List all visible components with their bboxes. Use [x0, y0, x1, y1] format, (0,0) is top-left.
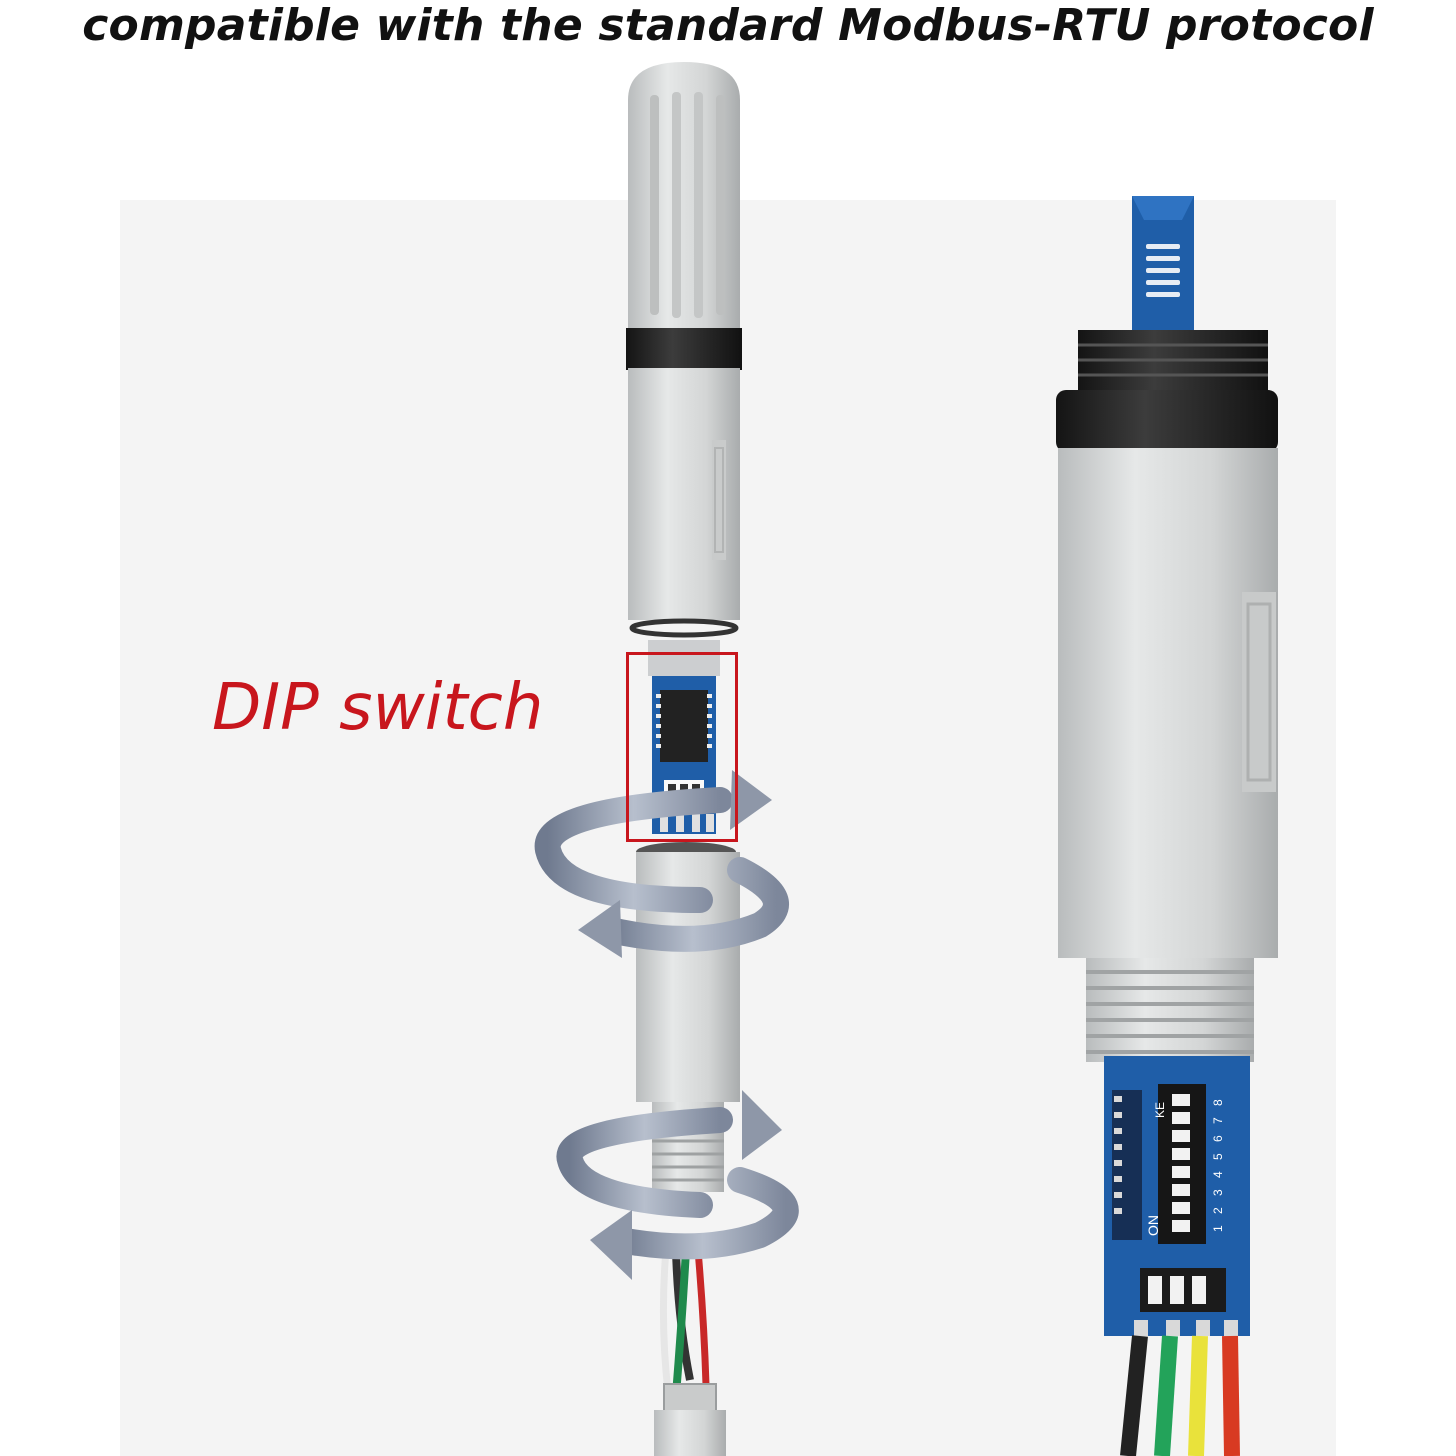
- dip-switch-highlight-box: [626, 652, 738, 842]
- brand-mark: [712, 440, 726, 560]
- dip-on-label: ON: [1145, 1215, 1161, 1236]
- dip-position-5: 5: [1211, 1153, 1225, 1160]
- dip-switch-callout: DIP switch: [212, 671, 544, 745]
- cable-wires: [1120, 1335, 1240, 1456]
- o-ring: [629, 618, 739, 638]
- probe-body: [1058, 448, 1278, 958]
- dip-corner-label: KE: [1153, 1102, 1167, 1118]
- probe-exploded: [534, 62, 799, 1456]
- seal-cap: [1056, 390, 1278, 452]
- arrow-head-icon: [578, 770, 782, 1280]
- dip-position-1: 1: [1211, 1225, 1225, 1232]
- cable-nut: [654, 1383, 726, 1456]
- top-thread-ring: [1078, 330, 1268, 392]
- sensor-pcb-tip: [1132, 196, 1194, 346]
- rotate-arrow-icon: [534, 787, 799, 1260]
- seal-ring: [626, 328, 742, 370]
- headline: compatible with the standard Modbus-RTU …: [82, 0, 1374, 51]
- dip-position-2: 2: [1211, 1207, 1225, 1214]
- sensor-cap: [628, 62, 740, 330]
- dip-position-3: 3: [1211, 1189, 1225, 1196]
- brand-mark: [1242, 592, 1276, 792]
- dip-position-7: 7: [1211, 1117, 1225, 1124]
- dip-position-8: 8: [1211, 1099, 1225, 1106]
- thread-neck: [648, 640, 720, 676]
- probe-assembled: ON KE 1 2 3 4 5 6 7 8: [1056, 196, 1278, 1456]
- dip-position-4: 4: [1211, 1171, 1225, 1178]
- cable-wires: [659, 1249, 710, 1396]
- dip-switch: [1158, 1084, 1206, 1244]
- dip-position-6: 6: [1211, 1135, 1225, 1142]
- dip-switch-board: ON KE 1 2 3 4 5 6 7 8: [1104, 1056, 1250, 1336]
- bottom-thread: [1086, 958, 1254, 1062]
